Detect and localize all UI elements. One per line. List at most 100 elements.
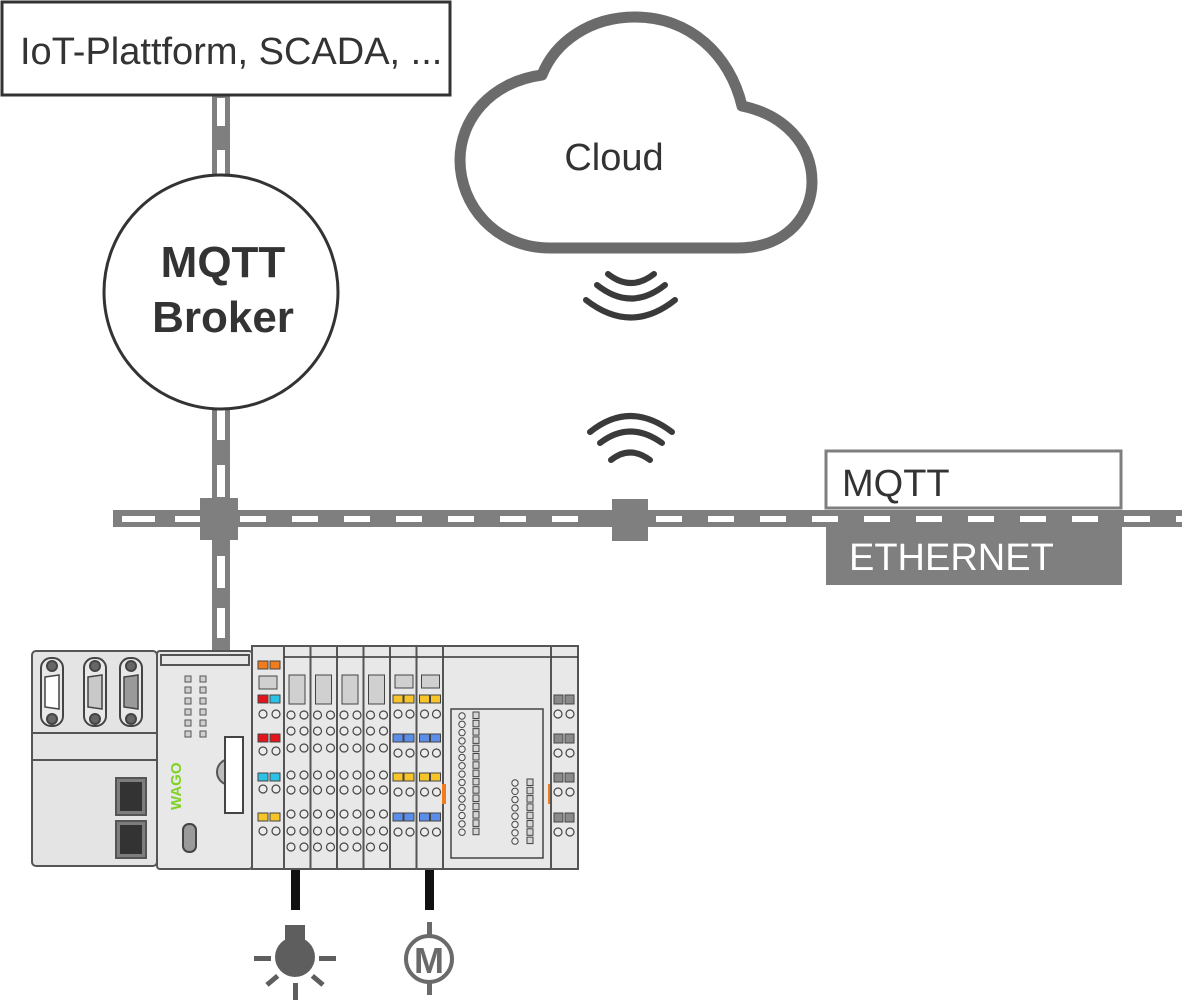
bus-dash [175,516,201,522]
io-module-large [442,645,552,870]
bus-dash [396,516,422,522]
channel-led [419,733,430,743]
broker-label-line2: Broker [152,293,294,342]
terminal-clamp [271,784,281,794]
terminal-clamp [553,787,563,797]
broker-label-line1: MQTT [161,238,286,287]
channel-led [257,660,269,670]
iot-platform-label: IoT-Plattform, SCADA, ... [20,31,442,73]
terminal-clamp [352,785,362,795]
terminal-clamp [299,785,309,795]
status-led [184,708,192,716]
bus-dash [1124,516,1150,522]
terminal-clamp [339,770,349,780]
terminal-clamp [339,710,349,720]
bus-dash [916,516,942,522]
terminal-clamp [325,726,336,736]
dsub-port-icon [119,657,143,727]
channel-led [392,694,404,704]
channel-led [553,772,564,783]
channel-led [526,820,534,828]
channel-led [403,694,415,704]
terminal-clamp [511,779,519,787]
rj45-port-icon [115,777,147,816]
io-module [309,645,338,870]
terminal-clamp [393,827,403,837]
terminal-clamp [419,827,430,837]
bus-dash [1072,516,1098,522]
dsub-port-icon [83,657,107,727]
terminal-clamp [365,710,376,720]
io-module [415,645,444,870]
terminal-clamp [258,784,268,794]
io-module [283,645,312,870]
cable-iot-to-broker [212,96,230,176]
sd-card-slot-icon[interactable] [224,736,244,814]
cable-bus-to-controller [212,538,230,650]
channel-led [472,753,480,761]
status-led [199,675,207,683]
terminal-clamp [352,726,362,736]
channel-led [553,733,564,744]
terminal-clamp [299,842,309,852]
terminal-clamp [339,826,349,836]
terminal-clamp [325,809,336,819]
terminal-clamp [325,770,336,780]
status-led [184,697,192,705]
terminal-clamp [286,726,296,736]
channel-led [472,827,480,836]
terminal-clamp [312,826,323,836]
channel-led [269,694,281,704]
terminal-clamp [378,726,389,736]
terminal-clamp [365,809,376,819]
terminal-clamp [378,785,389,795]
terminal-clamp [405,709,415,719]
cloud-icon [454,11,818,254]
terminal-clamp [378,826,389,836]
channel-led [403,812,415,822]
terminal-clamp [511,812,519,820]
terminal-clamp [352,743,362,753]
wire-to-motor [425,870,434,910]
terminal-clamp [458,811,466,820]
channel-led [472,719,480,728]
channel-led [472,811,480,819]
bus-junction-broker [200,498,238,540]
channel-led [526,786,534,795]
terminal-clamp [365,785,376,795]
bus-dash [122,516,155,522]
io-module [362,645,391,870]
end-module [550,645,579,870]
terminal-clamp [365,770,376,780]
channel-led [392,733,404,743]
terminal-clamp [299,809,309,819]
channel-led [526,778,534,786]
io-module [336,645,365,870]
channel-led [472,744,480,753]
channel-led [430,812,441,822]
terminal-clamp [352,809,362,819]
terminal-clamp [458,787,466,795]
bus-dash [656,516,682,522]
terminal-clamp [458,762,466,770]
motor-icon: M [404,922,454,995]
terminal-clamp [378,770,389,780]
bus-dash [552,516,578,522]
lamp-icon [254,925,336,1000]
channel-led [269,812,281,822]
bus-dash [500,516,526,522]
status-led [184,686,192,694]
terminal-clamp [325,710,336,720]
terminal-clamp [458,828,466,836]
channel-led [419,772,430,782]
channel-led [526,795,534,803]
terminal-clamp [325,842,336,852]
channel-led [430,694,441,704]
status-led [199,730,207,738]
terminal-clamp [352,842,362,852]
channel-led [472,777,480,786]
status-led [199,686,207,694]
terminal-clamp [339,842,349,852]
channel-led [419,812,430,822]
mode-switch[interactable] [182,823,197,853]
